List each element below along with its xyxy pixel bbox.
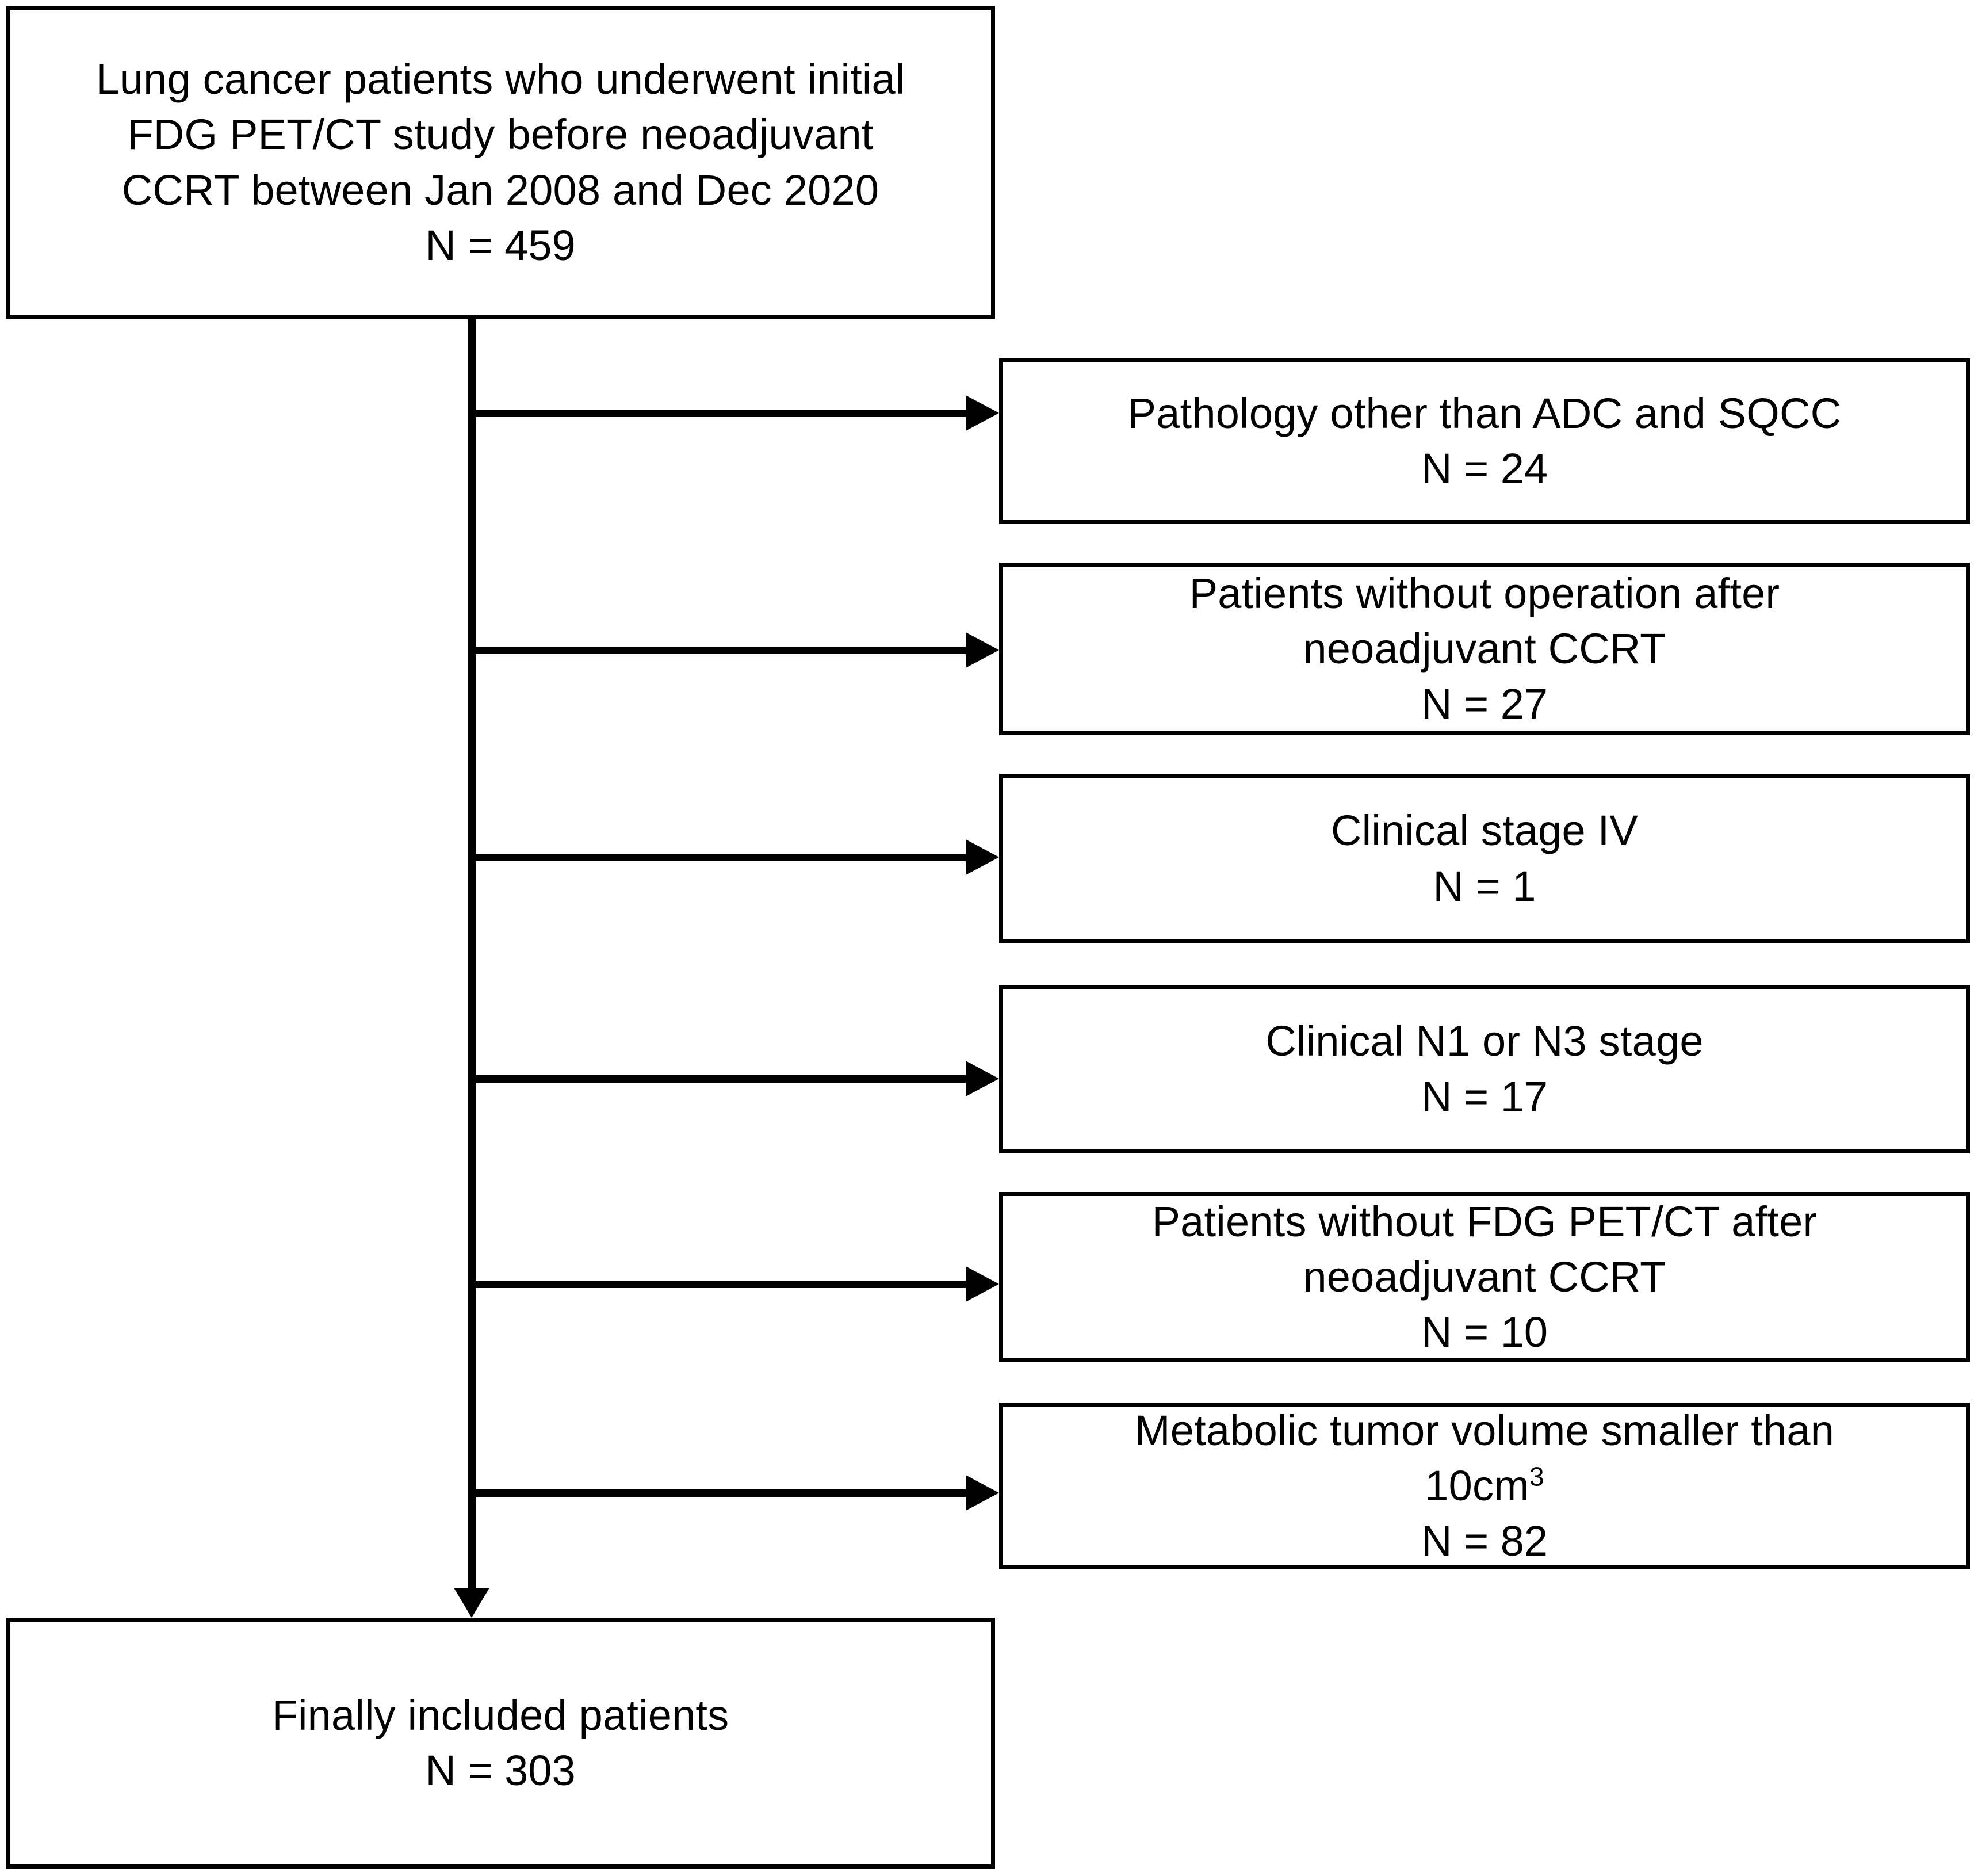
- exclusion-box-6: Metabolic tumor volume smaller than 10cm…: [999, 1403, 1970, 1569]
- connector-arrowhead-exclusion-1-icon: [966, 395, 999, 431]
- exclusion-1-count: N = 24: [1421, 445, 1548, 492]
- trunk-vertical-line: [468, 319, 476, 1599]
- exclusion-4-count: N = 17: [1421, 1072, 1548, 1121]
- connector-arrowhead-exclusion-4-icon: [966, 1061, 999, 1096]
- connector-arrowhead-exclusion-2-icon: [966, 632, 999, 668]
- connector-arrowhead-exclusion-6-icon: [966, 1475, 999, 1511]
- exclusion-box-4: Clinical N1 or N3 stage N = 17: [999, 985, 1970, 1153]
- exclusion-1-text: Pathology other than ADC and SQCC: [1127, 389, 1842, 437]
- source-population-box: Lung cancer patients who underwent initi…: [6, 6, 995, 319]
- source-population-content: Lung cancer patients who underwent initi…: [82, 52, 919, 273]
- connector-line-exclusion-1: [476, 410, 970, 417]
- final-cohort-text: Finally included patients: [271, 1691, 729, 1739]
- exclusion-5-count: N = 10: [1421, 1308, 1548, 1357]
- exclusion-box-2: Patients without operation after neoadju…: [999, 563, 1970, 735]
- exclusion-2-content: Patients without operation after neoadju…: [1176, 566, 1794, 732]
- exclusion-5-content: Patients without FDG PET/CT after neoadj…: [1138, 1194, 1831, 1361]
- final-cohort-box: Finally included patients N = 303: [6, 1618, 995, 1869]
- exclusion-6-superscript: 3: [1529, 1461, 1544, 1492]
- connector-arrowhead-exclusion-3-icon: [966, 839, 999, 875]
- final-cohort-content: Finally included patients N = 303: [258, 1688, 743, 1798]
- trunk-arrowhead-icon: [454, 1588, 489, 1618]
- exclusion-4-text: Clinical N1 or N3 stage: [1265, 1017, 1704, 1065]
- exclusion-box-1: Pathology other than ADC and SQCC N = 24: [999, 358, 1970, 524]
- exclusion-2-text: Patients without operation after neoadju…: [1189, 569, 1780, 673]
- connector-line-exclusion-5: [476, 1281, 970, 1288]
- connector-arrowhead-exclusion-5-icon: [966, 1266, 999, 1302]
- final-cohort-count: N = 303: [425, 1747, 576, 1794]
- exclusion-5-text: Patients without FDG PET/CT after neoadj…: [1151, 1197, 1818, 1301]
- exclusion-6-text-prefix: Metabolic tumor volume smaller than 10cm: [1134, 1406, 1835, 1510]
- exclusion-1-content: Pathology other than ADC and SQCC N = 24: [1114, 386, 1855, 496]
- exclusion-6-text: Metabolic tumor volume smaller than 10cm…: [1121, 1403, 1848, 1514]
- connector-line-exclusion-6: [476, 1489, 970, 1497]
- connector-line-exclusion-4: [476, 1075, 970, 1083]
- exclusion-3-content: Clinical stage IV N = 1: [1317, 803, 1652, 914]
- exclusion-box-5: Patients without FDG PET/CT after neoadj…: [999, 1192, 1970, 1362]
- connector-line-exclusion-3: [476, 854, 970, 861]
- connector-line-exclusion-2: [476, 647, 970, 654]
- exclusion-3-count: N = 1: [1433, 862, 1536, 910]
- exclusion-2-count: N = 27: [1421, 680, 1548, 728]
- exclusion-3-text: Clinical stage IV: [1331, 807, 1638, 855]
- source-population-count: N = 459: [425, 221, 576, 269]
- exclusion-6-content: Metabolic tumor volume smaller than 10cm…: [1121, 1403, 1848, 1569]
- exclusion-6-count: N = 82: [1421, 1517, 1548, 1565]
- exclusion-4-content: Clinical N1 or N3 stage N = 17: [1252, 1014, 1717, 1124]
- exclusion-box-3: Clinical stage IV N = 1: [999, 774, 1970, 943]
- source-population-text: Lung cancer patients who underwent initi…: [95, 55, 905, 214]
